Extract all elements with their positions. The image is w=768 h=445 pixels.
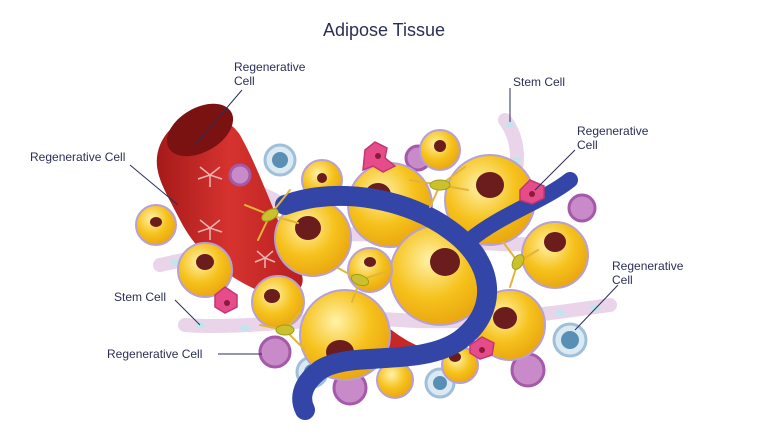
label-regenerative-cell-left-bottom: Regenerative Cell	[107, 347, 203, 361]
label-regenerative-cell-left-top: Regenerative Cell	[30, 150, 126, 164]
label-regenerative-cell-top: Regenerative Cell	[234, 60, 305, 88]
label-line: Cell	[612, 273, 633, 287]
pink-cell-nuclei	[224, 153, 535, 353]
label-line: Regenerative	[234, 60, 306, 74]
label-regenerative-cell-right-top: Regenerative Cell	[577, 124, 648, 152]
label-regenerative-cell-right-bottom: Regenerative Cell	[612, 259, 683, 287]
leader-regen-top	[194, 89, 243, 146]
vein	[275, 172, 578, 420]
label-stem-cell-left: Stem Cell	[114, 290, 167, 304]
label-line: Regenerative	[577, 124, 649, 138]
diagram-title: Adipose Tissue	[322, 20, 446, 40]
label-line: Cell	[234, 74, 255, 88]
label-stem-cell-top-right: Stem Cell	[513, 75, 566, 89]
stellate-cell-bodies	[261, 179, 525, 336]
leader-regen-right-top	[534, 149, 576, 191]
leader-regen-right-bottom	[574, 284, 619, 331]
pink-regenerative-cells	[214, 141, 545, 360]
leader-stem-left	[174, 299, 201, 326]
leader-lines	[129, 88, 619, 355]
label-line: Cell	[577, 138, 598, 152]
leader-regen-left-top	[129, 164, 179, 206]
label-line: Regenerative	[612, 259, 684, 273]
vessel-star-cells	[197, 166, 276, 268]
